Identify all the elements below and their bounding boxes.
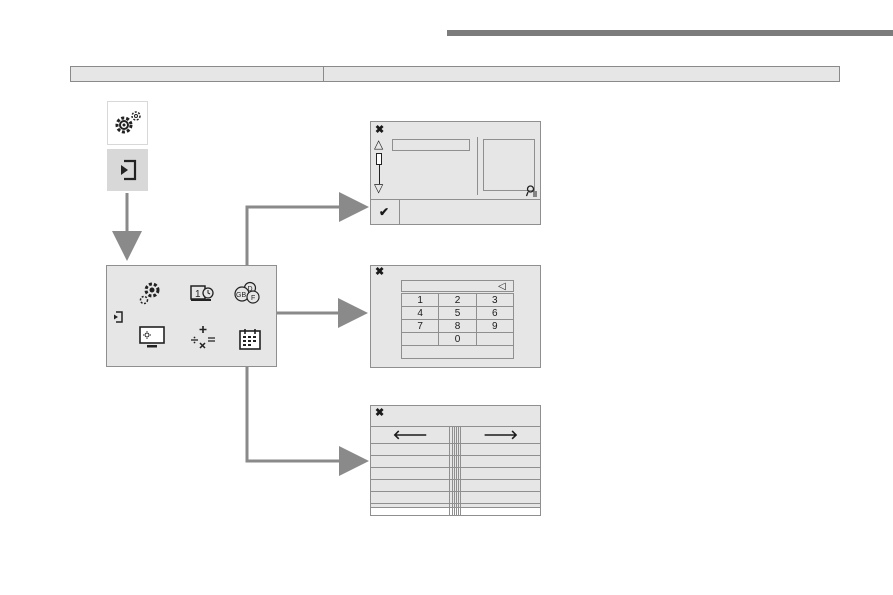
list-divider (477, 137, 478, 195)
confirm-divider (399, 199, 400, 224)
calendar-screen: ✖ 🡐 🡒 (369, 405, 541, 516)
numpad-row: 4 5 6 (400, 306, 515, 320)
settings-launcher-button[interactable] (107, 101, 148, 145)
search-list-icon[interactable] (526, 185, 538, 197)
scroll-thumb[interactable] (376, 153, 382, 165)
calendar-week-row (369, 503, 541, 516)
preview-panel (483, 139, 535, 191)
prev-month-arrow-icon[interactable]: 🡐 (369, 426, 451, 444)
calendar-cell[interactable] (369, 455, 451, 468)
calendar-cell[interactable] (458, 503, 462, 516)
confirm-check-icon[interactable]: ✔ (379, 205, 390, 219)
calendar-week-row (369, 455, 541, 468)
key-2[interactable]: 2 (438, 293, 477, 307)
close-icon[interactable]: ✖ (375, 266, 385, 278)
number-pad: 1 2 3 4 5 6 7 8 9 0 (400, 293, 515, 359)
scroll-up-icon[interactable]: △ (374, 137, 384, 151)
calendar-cell[interactable] (369, 503, 451, 516)
backspace-icon[interactable]: ◁ (498, 281, 506, 292)
next-month-arrow-icon[interactable]: 🡒 (460, 426, 541, 444)
numpad-row: 7 8 9 (400, 319, 515, 333)
language-letter-gb: GB (236, 292, 246, 299)
close-icon[interactable]: ✖ (375, 124, 385, 136)
calendar-cell[interactable] (369, 479, 451, 492)
language-letter-f: F (251, 295, 255, 302)
key-9[interactable]: 9 (475, 319, 515, 333)
arrow-calendar-to-screen (245, 363, 369, 476)
calendar-nav-row: 🡐 🡒 (369, 426, 541, 444)
header-row (70, 66, 840, 82)
calculator-display: ◁ (401, 280, 514, 292)
key-4[interactable]: 4 (400, 306, 440, 320)
key-0[interactable]: 0 (438, 332, 477, 346)
calendar-cell[interactable] (460, 455, 541, 468)
calendar-week-row (369, 467, 541, 480)
search-field[interactable] (392, 139, 470, 151)
calendar-cell[interactable] (460, 503, 541, 516)
top-divider-bar (447, 30, 893, 36)
close-icon[interactable]: ✖ (375, 407, 385, 419)
numpad-row (401, 345, 514, 359)
scroll-track (379, 165, 380, 184)
date-time-icon[interactable]: 1 (189, 283, 215, 303)
numpad-row: 1 2 3 (400, 293, 515, 307)
scroll-down-icon[interactable]: ▽ (374, 181, 384, 195)
display-brightness-icon[interactable] (139, 326, 165, 350)
login-icon[interactable] (112, 310, 124, 324)
language-screen: ✖ △ ▽ ✔ (370, 121, 541, 225)
calendar-cell[interactable] (369, 491, 451, 504)
calendar-week-row (369, 479, 541, 492)
key-3[interactable]: 3 (475, 293, 515, 307)
calendar-cell[interactable] (369, 467, 451, 480)
footer-divider (371, 199, 540, 200)
key-blank-left[interactable] (400, 332, 440, 346)
calculator-screen: ✖ ◁ 1 2 3 4 5 6 7 8 9 0 (370, 265, 541, 368)
key-5[interactable]: 5 (438, 306, 477, 320)
calendar-week-row (369, 443, 541, 456)
gear-settings-icon (115, 111, 141, 134)
numpad-row: 0 (400, 332, 515, 346)
calendar-cell[interactable] (460, 467, 541, 480)
calendar-cell[interactable] (369, 443, 451, 456)
language-icon[interactable]: D GB F (232, 280, 262, 306)
calendar-icon[interactable] (238, 327, 262, 351)
arrow-language-to-screen (245, 192, 369, 271)
key-1[interactable]: 1 (400, 293, 440, 307)
settings-icon[interactable] (137, 280, 163, 306)
calendar-cell[interactable] (460, 491, 541, 504)
calendar-week-row (369, 491, 541, 504)
language-letter-d: D (248, 286, 253, 293)
key-wide-bottom[interactable] (401, 345, 514, 359)
calendar-cell[interactable] (460, 443, 541, 456)
key-blank-right[interactable] (475, 332, 515, 346)
date-day-label: 1 (195, 289, 201, 300)
enter-icon (120, 159, 136, 181)
header-divider (323, 67, 324, 81)
calendar-grid: 🡐 🡒 (369, 426, 541, 516)
key-7[interactable]: 7 (400, 319, 440, 333)
key-8[interactable]: 8 (438, 319, 477, 333)
calendar-cell[interactable] (460, 479, 541, 492)
key-6[interactable]: 6 (475, 306, 515, 320)
login-launcher-button[interactable] (107, 149, 148, 191)
main-menu-panel: 1 D GB F (106, 265, 277, 367)
calculator-icon[interactable] (189, 324, 217, 352)
